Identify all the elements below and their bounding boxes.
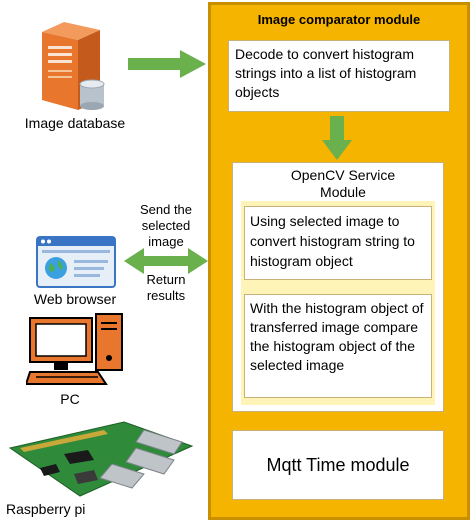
web-browser-label: Web browser	[33, 291, 117, 307]
database-label: Image database	[24, 115, 126, 131]
send-label: Send the selected image	[139, 202, 193, 249]
step1-text: Using selected image to convert histogra…	[250, 213, 415, 269]
step2-text: With the histogram object of transferred…	[250, 300, 424, 373]
down-arrow	[322, 116, 352, 160]
mqtt-box: Mqtt Time module	[232, 430, 444, 500]
double-arrow	[124, 248, 208, 274]
right-arrow	[128, 50, 206, 78]
decode-text: Decode to convert histogram strings into…	[235, 46, 417, 100]
pc-icon	[26, 313, 123, 385]
pc-label: PC	[60, 391, 80, 407]
raspberry-pi-icon	[8, 421, 194, 497]
opencv-title: OpenCV Service Module	[290, 167, 396, 200]
step1-box: Using selected image to convert histogra…	[244, 206, 432, 280]
decode-box: Decode to convert histogram strings into…	[228, 40, 450, 112]
web-browser-icon	[36, 236, 116, 288]
mqtt-text: Mqtt Time module	[266, 454, 410, 475]
server-icon	[42, 22, 105, 110]
module-title: Image comparator module	[257, 12, 421, 27]
return-label: Return results	[146, 272, 186, 303]
raspberry-pi-label: Raspberry pi	[6, 501, 86, 517]
step2-box: With the histogram object of transferred…	[244, 294, 432, 398]
